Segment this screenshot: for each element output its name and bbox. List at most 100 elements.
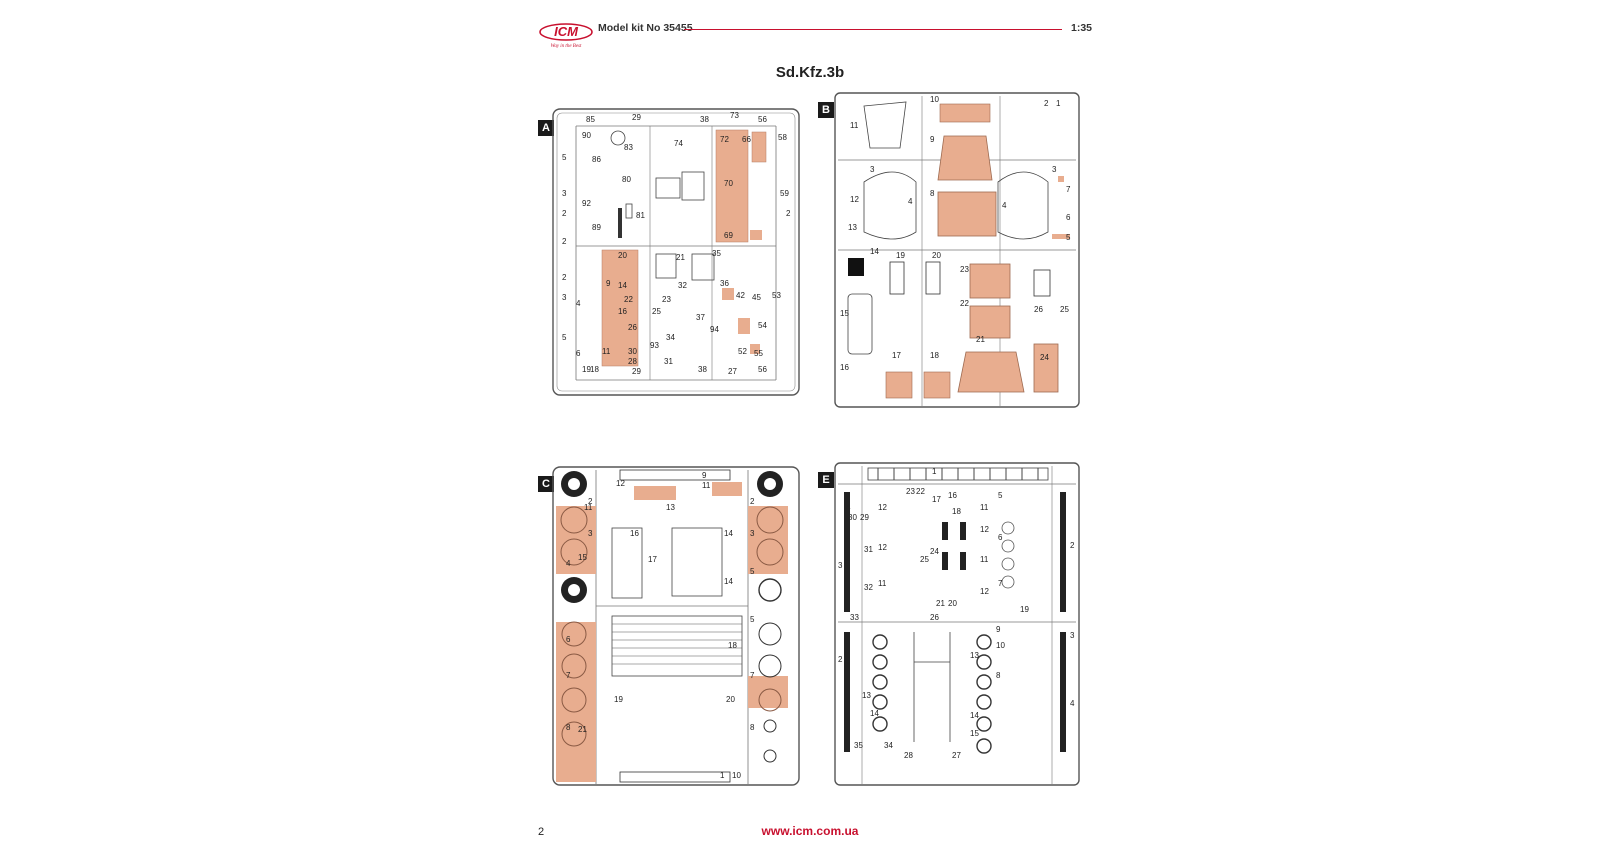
- sprue-b-letter: B: [818, 102, 834, 118]
- svg-text:25: 25: [1060, 305, 1069, 314]
- svg-text:3: 3: [870, 165, 875, 174]
- svg-text:4: 4: [1070, 699, 1075, 708]
- svg-text:26: 26: [1034, 305, 1043, 314]
- svg-text:12: 12: [878, 543, 887, 552]
- svg-text:90: 90: [582, 131, 591, 140]
- svg-text:14: 14: [724, 577, 733, 586]
- svg-text:15: 15: [840, 309, 849, 318]
- svg-text:56: 56: [758, 115, 767, 124]
- svg-text:13: 13: [848, 223, 857, 232]
- svg-text:7: 7: [998, 579, 1003, 588]
- sprue-c-letter: C: [538, 476, 554, 492]
- svg-text:20: 20: [726, 695, 735, 704]
- scale-label: 1:35: [1071, 22, 1093, 34]
- svg-text:17: 17: [892, 351, 901, 360]
- svg-text:12: 12: [980, 525, 989, 534]
- svg-text:14: 14: [870, 247, 879, 256]
- svg-text:26: 26: [628, 323, 637, 332]
- svg-text:14: 14: [870, 709, 879, 718]
- svg-text:19: 19: [896, 251, 905, 260]
- svg-text:31: 31: [664, 357, 673, 366]
- svg-text:54: 54: [758, 321, 767, 330]
- svg-text:14: 14: [618, 281, 627, 290]
- svg-text:72: 72: [720, 135, 729, 144]
- footer-url[interactable]: www.icm.com.ua: [761, 824, 859, 838]
- svg-text:10: 10: [996, 641, 1005, 650]
- svg-text:92: 92: [582, 199, 591, 208]
- svg-text:86: 86: [592, 155, 601, 164]
- svg-text:27: 27: [728, 367, 737, 376]
- svg-text:12: 12: [878, 503, 887, 512]
- svg-text:36: 36: [720, 279, 729, 288]
- sprue-a-letter: A: [538, 120, 554, 136]
- svg-text:34: 34: [884, 741, 893, 750]
- svg-text:6: 6: [1066, 213, 1071, 222]
- svg-text:19: 19: [582, 365, 591, 374]
- svg-text:25: 25: [652, 307, 661, 316]
- svg-text:22: 22: [916, 487, 925, 496]
- svg-text:7: 7: [750, 671, 755, 680]
- svg-text:38: 38: [698, 365, 707, 374]
- svg-text:5: 5: [562, 153, 567, 162]
- svg-text:7: 7: [566, 671, 571, 680]
- svg-text:20: 20: [618, 251, 627, 260]
- svg-text:2: 2: [1044, 99, 1049, 108]
- svg-text:11: 11: [850, 121, 859, 130]
- svg-text:35: 35: [854, 741, 863, 750]
- svg-text:10: 10: [930, 95, 939, 104]
- svg-text:ICM: ICM: [554, 24, 579, 39]
- svg-text:4: 4: [1002, 201, 1007, 210]
- svg-text:85: 85: [586, 115, 595, 124]
- svg-text:6: 6: [566, 635, 571, 644]
- svg-text:11: 11: [584, 503, 593, 512]
- svg-text:8: 8: [566, 723, 571, 732]
- svg-text:2: 2: [562, 273, 567, 282]
- svg-text:33: 33: [850, 613, 859, 622]
- svg-text:15: 15: [578, 553, 587, 562]
- svg-text:7: 7: [1066, 185, 1071, 194]
- svg-text:30: 30: [628, 347, 637, 356]
- svg-text:24: 24: [930, 547, 939, 556]
- svg-text:3: 3: [562, 189, 567, 198]
- svg-text:5: 5: [998, 491, 1003, 500]
- svg-text:18: 18: [952, 507, 961, 516]
- svg-text:58: 58: [778, 133, 787, 142]
- svg-text:4: 4: [846, 503, 851, 512]
- svg-text:11: 11: [980, 503, 989, 512]
- svg-text:45: 45: [752, 293, 761, 302]
- svg-text:5: 5: [750, 615, 755, 624]
- svg-text:56: 56: [758, 365, 767, 374]
- svg-text:70: 70: [724, 179, 733, 188]
- page-title: Sd.Kfz.3b: [775, 64, 845, 81]
- svg-text:11: 11: [878, 579, 887, 588]
- svg-text:1: 1: [1056, 99, 1061, 108]
- svg-text:16: 16: [630, 529, 639, 538]
- svg-text:25: 25: [920, 555, 929, 564]
- svg-text:16: 16: [618, 307, 627, 316]
- svg-text:9: 9: [702, 471, 707, 480]
- svg-text:9: 9: [930, 135, 935, 144]
- svg-text:13: 13: [862, 691, 871, 700]
- svg-text:35: 35: [712, 249, 721, 258]
- svg-text:22: 22: [624, 295, 633, 304]
- svg-text:2: 2: [838, 655, 843, 664]
- svg-text:8: 8: [996, 671, 1001, 680]
- svg-text:38: 38: [700, 115, 709, 124]
- svg-text:81: 81: [636, 211, 645, 220]
- svg-text:18: 18: [728, 641, 737, 650]
- svg-text:23: 23: [906, 487, 915, 496]
- svg-text:2: 2: [588, 497, 593, 506]
- page-number: 2: [538, 826, 545, 838]
- svg-text:20: 20: [932, 251, 941, 260]
- svg-text:3: 3: [588, 529, 593, 538]
- svg-text:89: 89: [592, 223, 601, 232]
- svg-text:10: 10: [732, 771, 741, 780]
- svg-text:21: 21: [578, 725, 587, 734]
- svg-text:18: 18: [590, 365, 599, 374]
- svg-text:32: 32: [864, 583, 873, 592]
- svg-text:5: 5: [750, 567, 755, 576]
- svg-text:16: 16: [948, 491, 957, 500]
